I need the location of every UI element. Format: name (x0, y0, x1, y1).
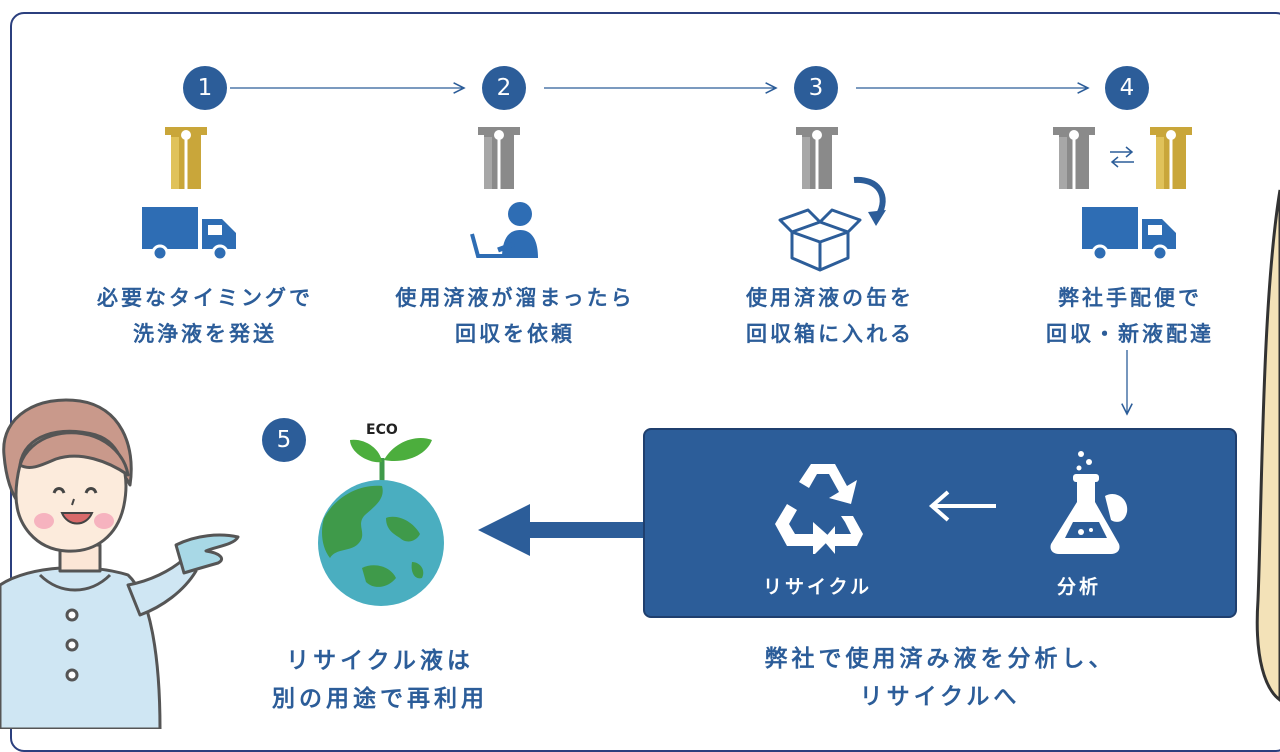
laptop-user-icon (470, 202, 538, 258)
step-4-number: 4 (1105, 66, 1149, 110)
step-2-label: 使用済液が溜まったら回収を依頼 (395, 286, 635, 346)
analysis-recycle-panel: リサイクル 分析 (643, 428, 1237, 618)
earth-icon (318, 480, 444, 606)
step-1-number: 1 (183, 66, 227, 110)
truck-icon (142, 207, 236, 261)
big-left-arrow (478, 504, 643, 556)
analysis-label: 分析 (1057, 576, 1102, 598)
recycle-label: リサイクル (763, 576, 873, 598)
eco-text: ECO (366, 422, 398, 438)
left-arrow-icon (928, 490, 996, 522)
step-4-label: 弊社手配便で回収・新液配達 (1046, 286, 1214, 346)
step-5-label: リサイクル液は別の用途で再利用 (272, 648, 488, 712)
curved-arrow-icon (853, 176, 886, 226)
gray-can-icon-2 (796, 127, 838, 189)
step-3-number: 3 (794, 66, 838, 110)
recycle-icon (775, 464, 863, 554)
connector-lines (230, 0, 1280, 702)
step-5-number: 5 (262, 418, 306, 462)
gray-can-icon (478, 127, 520, 189)
panel-caption: 弊社で使用済み液を分析し、リサイクルへ (764, 646, 1116, 710)
step-2-number: 2 (482, 66, 526, 110)
step-1-label: 必要なタイミングで洗浄液を発送 (97, 286, 313, 346)
flask-icon (1050, 451, 1128, 554)
exchange-arrows-icon (1110, 146, 1134, 168)
nurse-illustration (0, 398, 240, 729)
open-box-icon (778, 208, 862, 272)
truck-icon-2 (1082, 207, 1176, 261)
gold-can-icon-2 (1150, 127, 1192, 189)
gray-can-icon-3 (1053, 127, 1095, 189)
gold-can-icon (165, 127, 207, 189)
step-3-label: 使用済液の缶を回収箱に入れる (746, 286, 914, 346)
